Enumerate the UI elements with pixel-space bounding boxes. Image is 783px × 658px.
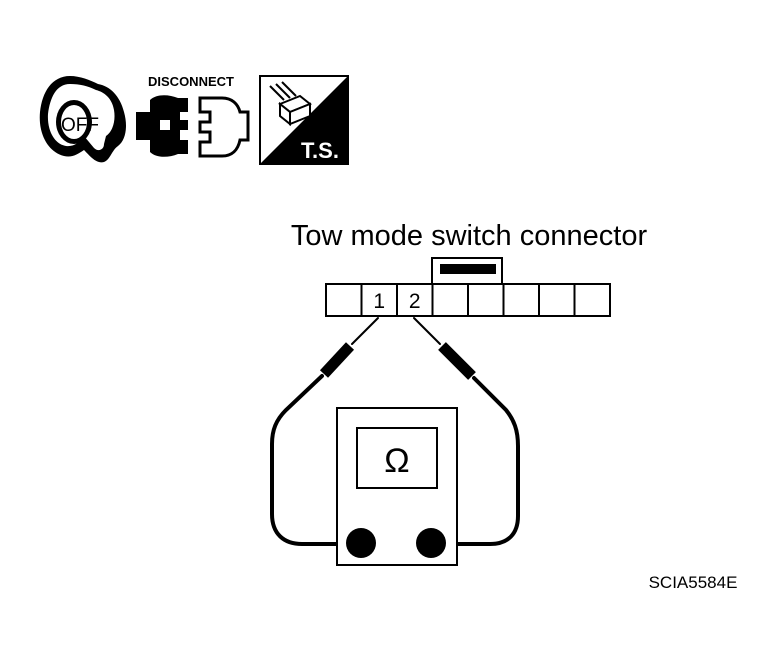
connector-terminal-label: 2 <box>409 290 421 313</box>
connector-terminal-cell <box>573 283 611 317</box>
connector-terminal-cell <box>325 283 363 317</box>
ignition-key-icon: OFF <box>39 76 126 163</box>
disconnect-label: DISCONNECT <box>148 74 234 89</box>
connector-terminal-cell <box>538 283 576 317</box>
probe-left <box>319 342 355 378</box>
probe-right <box>438 342 476 380</box>
ignition-off-text: OFF <box>61 115 99 136</box>
connector-latch-mark <box>440 264 496 274</box>
ohm-symbol: Ω <box>384 442 409 480</box>
connector-terminal-cell <box>467 283 505 317</box>
tester-ts-icon: T.S. <box>259 75 349 165</box>
meter-display <box>356 427 438 489</box>
ohmmeter: Ω <box>336 407 458 566</box>
connector-terminal-cell <box>431 283 469 317</box>
connector-terminal-label: 1 <box>373 290 385 313</box>
figure-code: SCIA5584E <box>649 573 738 592</box>
connector-terminal-cell <box>502 283 540 317</box>
ts-label: T.S. <box>301 138 339 163</box>
meter-jack-left <box>346 528 376 558</box>
probe-leads <box>270 317 520 546</box>
connector-disconnect-icon: DISCONNECT <box>136 74 250 158</box>
connector-terminal-cell <box>360 283 398 317</box>
meter-jack-right <box>416 528 446 558</box>
connector-title: Tow mode switch connector <box>291 220 648 252</box>
